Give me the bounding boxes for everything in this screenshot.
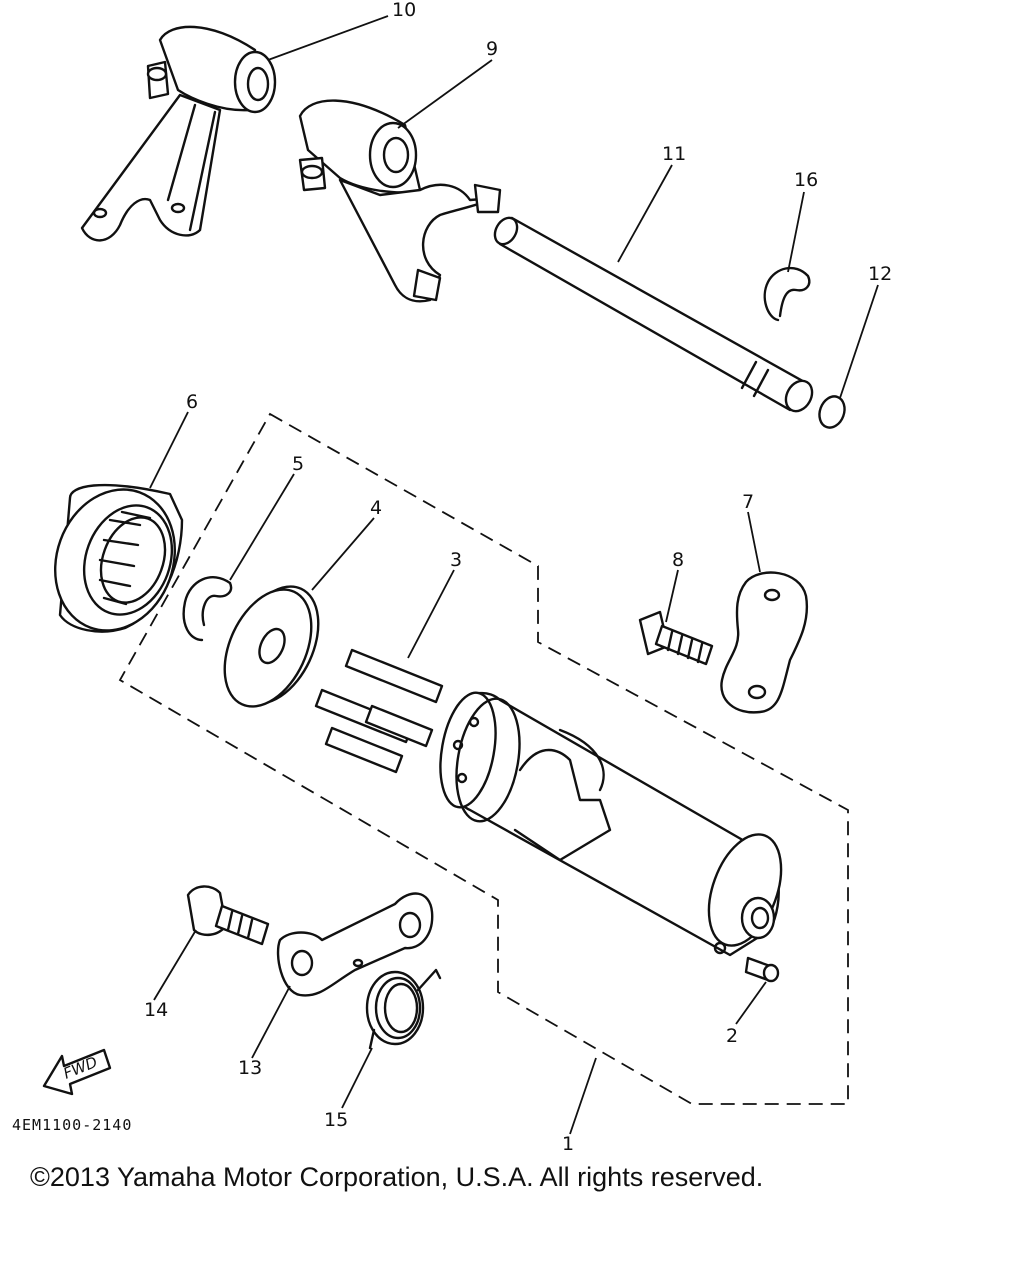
shift-fork-9: [298, 99, 502, 303]
callout-7: 7: [742, 491, 754, 513]
leader-2: [735, 981, 767, 1025]
callout-4: 4: [370, 497, 382, 519]
shift-bar-11: [493, 216, 814, 413]
callout-11: 11: [662, 143, 686, 165]
fwd-label: FWD: [61, 1053, 100, 1083]
callout-6: 6: [186, 391, 198, 413]
stopper-plate-7: [720, 571, 809, 714]
shift-fork-10: [80, 25, 277, 242]
leader-3: [407, 569, 455, 659]
leader-8: [665, 569, 679, 623]
callout-12: 12: [868, 263, 892, 285]
lever-13: [276, 892, 434, 997]
washer-4: [223, 585, 320, 708]
leader-12: [839, 284, 879, 399]
leader-1: [569, 1057, 597, 1135]
leader-9: [397, 59, 493, 129]
leader-14: [153, 929, 197, 1001]
leader-10: [267, 15, 389, 61]
callout-5: 5: [292, 453, 304, 475]
copyright-notice: ©2013 Yamaha Motor Corporation, U.S.A. A…: [30, 1162, 763, 1192]
callout-1: 1: [562, 1133, 574, 1155]
circlip-5: [182, 576, 233, 642]
callout-9: 9: [486, 38, 498, 60]
callout-10: 10: [392, 0, 416, 21]
screw-8: [638, 610, 714, 666]
leader-4: [311, 517, 375, 591]
leader-7: [747, 511, 761, 573]
callout-14: 14: [144, 999, 168, 1021]
callout-15: 15: [324, 1109, 348, 1131]
leader-15: [341, 1047, 373, 1109]
callout-8: 8: [672, 549, 684, 571]
leader-16: [787, 191, 805, 273]
assembly-boundary: [118, 412, 849, 1105]
leader-11: [617, 164, 673, 263]
pins-3: [314, 648, 444, 774]
bolt-14: [186, 885, 270, 946]
drawing-code: 4EM1100-2140: [12, 1116, 132, 1134]
pin-2: [744, 956, 780, 983]
callout-2: 2: [726, 1025, 738, 1047]
leader-13: [251, 985, 291, 1059]
shift-cam-drum: [439, 691, 783, 957]
o-ring-12: [818, 395, 846, 429]
bearing-6: [53, 483, 184, 633]
callout-3: 3: [450, 549, 462, 571]
leader-5: [229, 473, 295, 581]
leader-6: [149, 411, 189, 489]
spring-15: [365, 968, 442, 1050]
callout-13: 13: [238, 1057, 262, 1079]
callout-16: 16: [794, 169, 818, 191]
circlip-16: [763, 266, 811, 322]
fwd-arrow-icon: FWD: [42, 1048, 112, 1096]
